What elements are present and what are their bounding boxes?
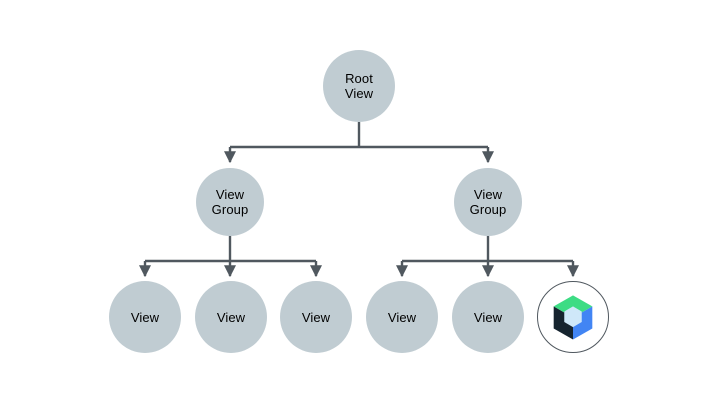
node-root-view[interactable]: Root View <box>323 50 395 122</box>
node-view-leaf-4-label: View <box>387 309 417 325</box>
node-view-leaf-1-label: View <box>130 309 160 325</box>
node-view-leaf-3-label: View <box>301 309 331 325</box>
jetpack-compose-icon <box>553 295 593 340</box>
node-view-leaf-5[interactable]: View <box>452 281 524 353</box>
node-view-group-right-label: View Group <box>469 187 507 217</box>
node-view-group-right[interactable]: View Group <box>454 168 522 236</box>
node-view-group-left[interactable]: View Group <box>196 168 264 236</box>
node-view-group-left-label: View Group <box>211 187 249 217</box>
node-view-leaf-1[interactable]: View <box>109 281 181 353</box>
node-view-leaf-3[interactable]: View <box>280 281 352 353</box>
node-view-leaf-2-label: View <box>216 309 246 325</box>
node-root-view-label: Root View <box>344 71 374 101</box>
node-view-leaf-4[interactable]: View <box>366 281 438 353</box>
node-jetpack-compose[interactable] <box>537 281 609 353</box>
node-view-leaf-2[interactable]: View <box>195 281 267 353</box>
node-view-leaf-5-label: View <box>473 309 503 325</box>
